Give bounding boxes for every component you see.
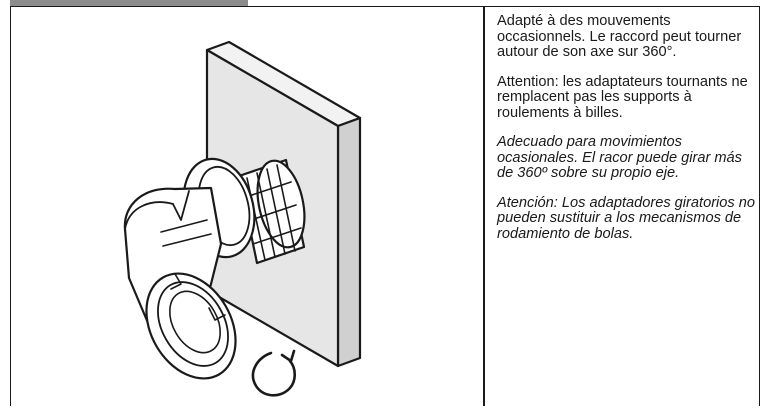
product-illustration [11,8,483,406]
french-description: Adapté à des mouvements occasionnels. Le… [497,13,742,60]
rotation-arrow-icon [251,349,297,397]
description-column: Adapté à des mouvements occasionnels. Le… [497,13,762,256]
column-divider [483,6,485,406]
content-frame [10,6,760,406]
header-tab [10,0,248,6]
spanish-warning: Atención: Los adaptadores giratorios no … [497,194,755,242]
spanish-description: Adecuado para movimientos ocasionales. E… [497,134,742,181]
swivel-adapter-icon [123,157,306,380]
french-warning: Attention: les adaptateurs tournants ne … [497,73,748,121]
